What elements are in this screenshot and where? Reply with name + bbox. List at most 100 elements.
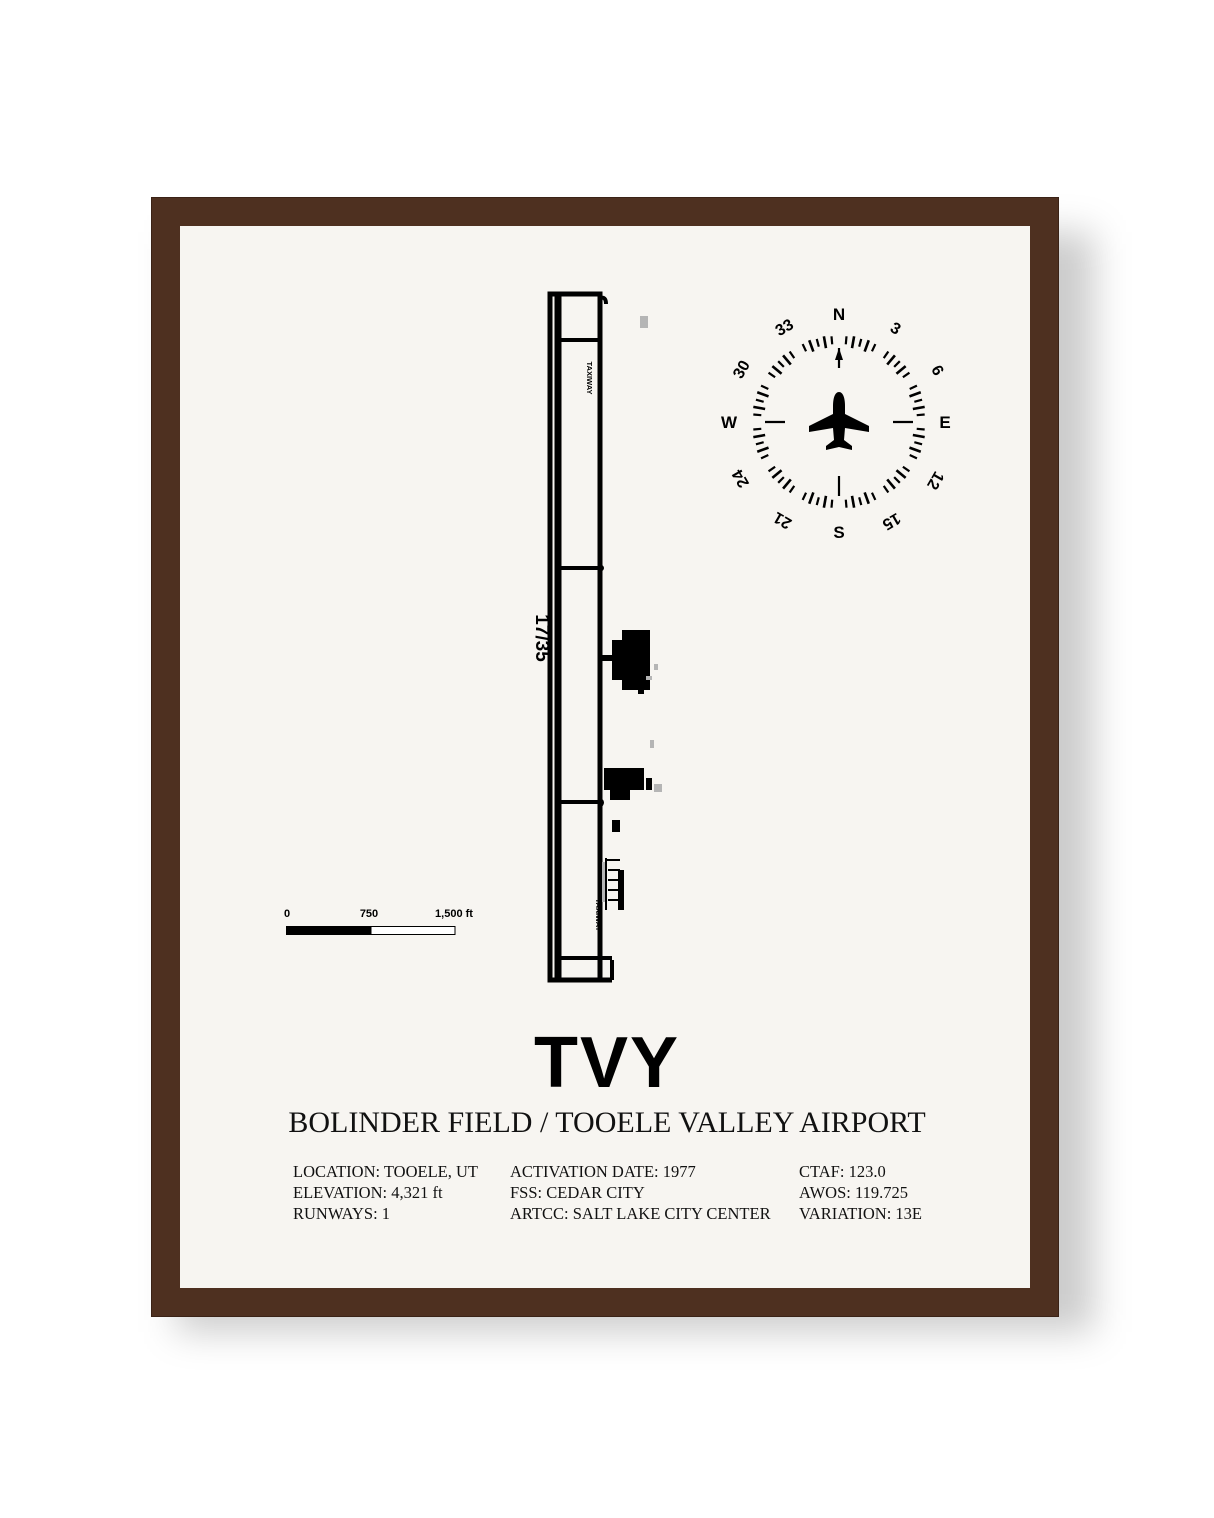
- compass-tick: [863, 492, 870, 505]
- details-column-3: CTAF: 123.0 AWOS: 119.725 VARIATION: 13E: [799, 1161, 922, 1224]
- compass-tick: [782, 478, 792, 490]
- compass-tick: [753, 433, 766, 439]
- compass-e: E: [939, 413, 950, 432]
- compass-tick-minor: [916, 413, 925, 417]
- scale-bar-hollow: [370, 926, 456, 935]
- compass-30: 30: [730, 358, 754, 382]
- artcc-text: ARTCC: SALT LAKE CITY CENTER: [510, 1204, 771, 1223]
- compass-tick: [863, 339, 870, 352]
- scale-bar-solid: [286, 926, 371, 935]
- compass-tick-minor: [830, 499, 834, 508]
- compass-tick: [808, 339, 815, 352]
- scale-tick-max: 1,500 ft: [435, 908, 473, 920]
- scale-tick-0: 0: [284, 908, 290, 920]
- compass-tick: [895, 469, 907, 479]
- building-small: [646, 778, 652, 790]
- details-column-2: ACTIVATION DATE: 1977 FSS: CEDAR CITY AR…: [510, 1161, 771, 1224]
- poster-mat: [180, 226, 1030, 1288]
- compass-tick-minor: [844, 499, 848, 508]
- compass-tick-minor: [760, 453, 769, 460]
- compass-tick: [822, 336, 828, 349]
- hangar-tiedowns: [605, 858, 620, 910]
- airplane-icon: [809, 392, 869, 450]
- compass-tick: [886, 354, 896, 366]
- compass-tick-minor: [882, 485, 890, 494]
- compass-tick-minor: [753, 427, 762, 431]
- compass-tick-minor: [760, 384, 769, 391]
- compass-tick-minor: [916, 427, 925, 431]
- compass-tick: [822, 495, 828, 508]
- compass-tick-minor: [755, 398, 764, 403]
- compass-tick: [912, 405, 925, 411]
- compass-tick: [756, 391, 769, 398]
- hangar-row: [618, 870, 624, 910]
- location-text: LOCATION: TOOELE, UT: [293, 1162, 478, 1181]
- compass-tick-minor: [830, 336, 834, 345]
- airport-code: TVY: [533, 1023, 681, 1103]
- compass-s: S: [833, 523, 844, 542]
- hangar-block: [610, 790, 630, 800]
- compass-ticks: [753, 336, 925, 508]
- compass-tick: [771, 365, 783, 375]
- taxiway-label-north: TAXIWAY: [585, 362, 594, 395]
- fss-text: FSS: CEDAR CITY: [510, 1183, 645, 1202]
- awos-text: AWOS: 119.725: [799, 1183, 908, 1202]
- compass-24: 24: [729, 466, 753, 490]
- compass-tick-minor: [801, 343, 808, 352]
- compass-tick-minor: [801, 492, 808, 501]
- variation-text: VARIATION: 13E: [799, 1204, 922, 1223]
- compass-21: 21: [771, 508, 795, 532]
- compass-tick-minor: [777, 476, 785, 484]
- runway-layout: [547, 291, 614, 983]
- compass-tick: [782, 354, 792, 366]
- compass-tick-minor: [815, 497, 820, 506]
- compass-tick: [909, 446, 922, 453]
- ctaf-text: CTAF: 123.0: [799, 1162, 886, 1181]
- compass-w: W: [721, 413, 738, 432]
- compass-tick: [886, 478, 896, 490]
- compass-tick-minor: [909, 453, 918, 460]
- compass-n: N: [833, 305, 845, 324]
- compass-tick-minor: [858, 338, 863, 347]
- compass-tick: [753, 405, 766, 411]
- compass-tick-minor: [753, 413, 762, 417]
- hangar-block: [604, 768, 644, 790]
- building-small: [638, 688, 644, 694]
- airport-name: BOLINDER FIELD / TOOELE VALLEY AIRPORT: [288, 1106, 926, 1139]
- north-arrow-icon: [835, 348, 843, 360]
- taxiway-label-south: TAXIWAY: [594, 899, 603, 932]
- compass-tick: [912, 433, 925, 439]
- compass-tick-minor: [909, 384, 918, 391]
- compass-tick-minor: [870, 343, 877, 352]
- compass-tick: [850, 495, 856, 508]
- compass-tick-minor: [893, 360, 901, 368]
- compass-tick-minor: [902, 371, 911, 379]
- elevation-text: ELEVATION: 4,321 ft: [293, 1183, 443, 1202]
- compass-tick-minor: [914, 441, 923, 446]
- activation-text: ACTIVATION DATE: 1977: [510, 1162, 696, 1181]
- building-small: [612, 820, 620, 832]
- compass-tick-minor: [767, 465, 776, 473]
- compass-tick: [909, 391, 922, 398]
- compass-tick-minor: [788, 485, 796, 494]
- compass-tick: [850, 336, 856, 349]
- runway-label: 17/35: [531, 614, 552, 662]
- compass-tick-minor: [882, 350, 890, 359]
- compass-tick: [756, 446, 769, 453]
- compass-tick-minor: [755, 441, 764, 446]
- gray-buildings: [602, 316, 662, 902]
- compass-tick-minor: [767, 371, 776, 379]
- compass-tick-minor: [902, 465, 911, 473]
- compass-tick-minor: [893, 476, 901, 484]
- compass-tick-minor: [858, 497, 863, 506]
- compass-rose: N E S W 3 6 12 15 21 24 30 33: [721, 305, 951, 542]
- compass-tick-minor: [914, 398, 923, 403]
- compass-tick-minor: [870, 492, 877, 501]
- scale-bar: 0 750 1,500 ft: [284, 908, 473, 935]
- compass-tick-minor: [788, 350, 796, 359]
- compass-15: 15: [879, 509, 903, 533]
- compass-tick: [895, 365, 907, 375]
- compass-tick: [771, 469, 783, 479]
- apron-buildings: [600, 630, 652, 910]
- runways-text: RUNWAYS: 1: [293, 1204, 391, 1223]
